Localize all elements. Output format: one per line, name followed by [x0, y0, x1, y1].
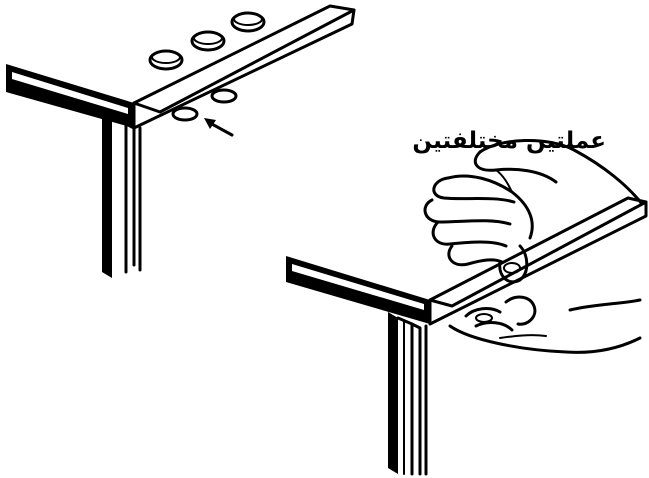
callout-arrow: [204, 118, 232, 135]
upper-hand: [425, 140, 642, 281]
left-table-top-surface: [134, 6, 354, 112]
right-table-top-surface: [430, 198, 646, 306]
left-table-leg: [102, 112, 140, 278]
right-table-leg: [388, 312, 426, 474]
different-coins-label: عملتين مختلفتين: [396, 128, 606, 154]
right-table: [286, 198, 646, 474]
left-table: [6, 6, 354, 278]
coins-on-top: [150, 13, 264, 69]
